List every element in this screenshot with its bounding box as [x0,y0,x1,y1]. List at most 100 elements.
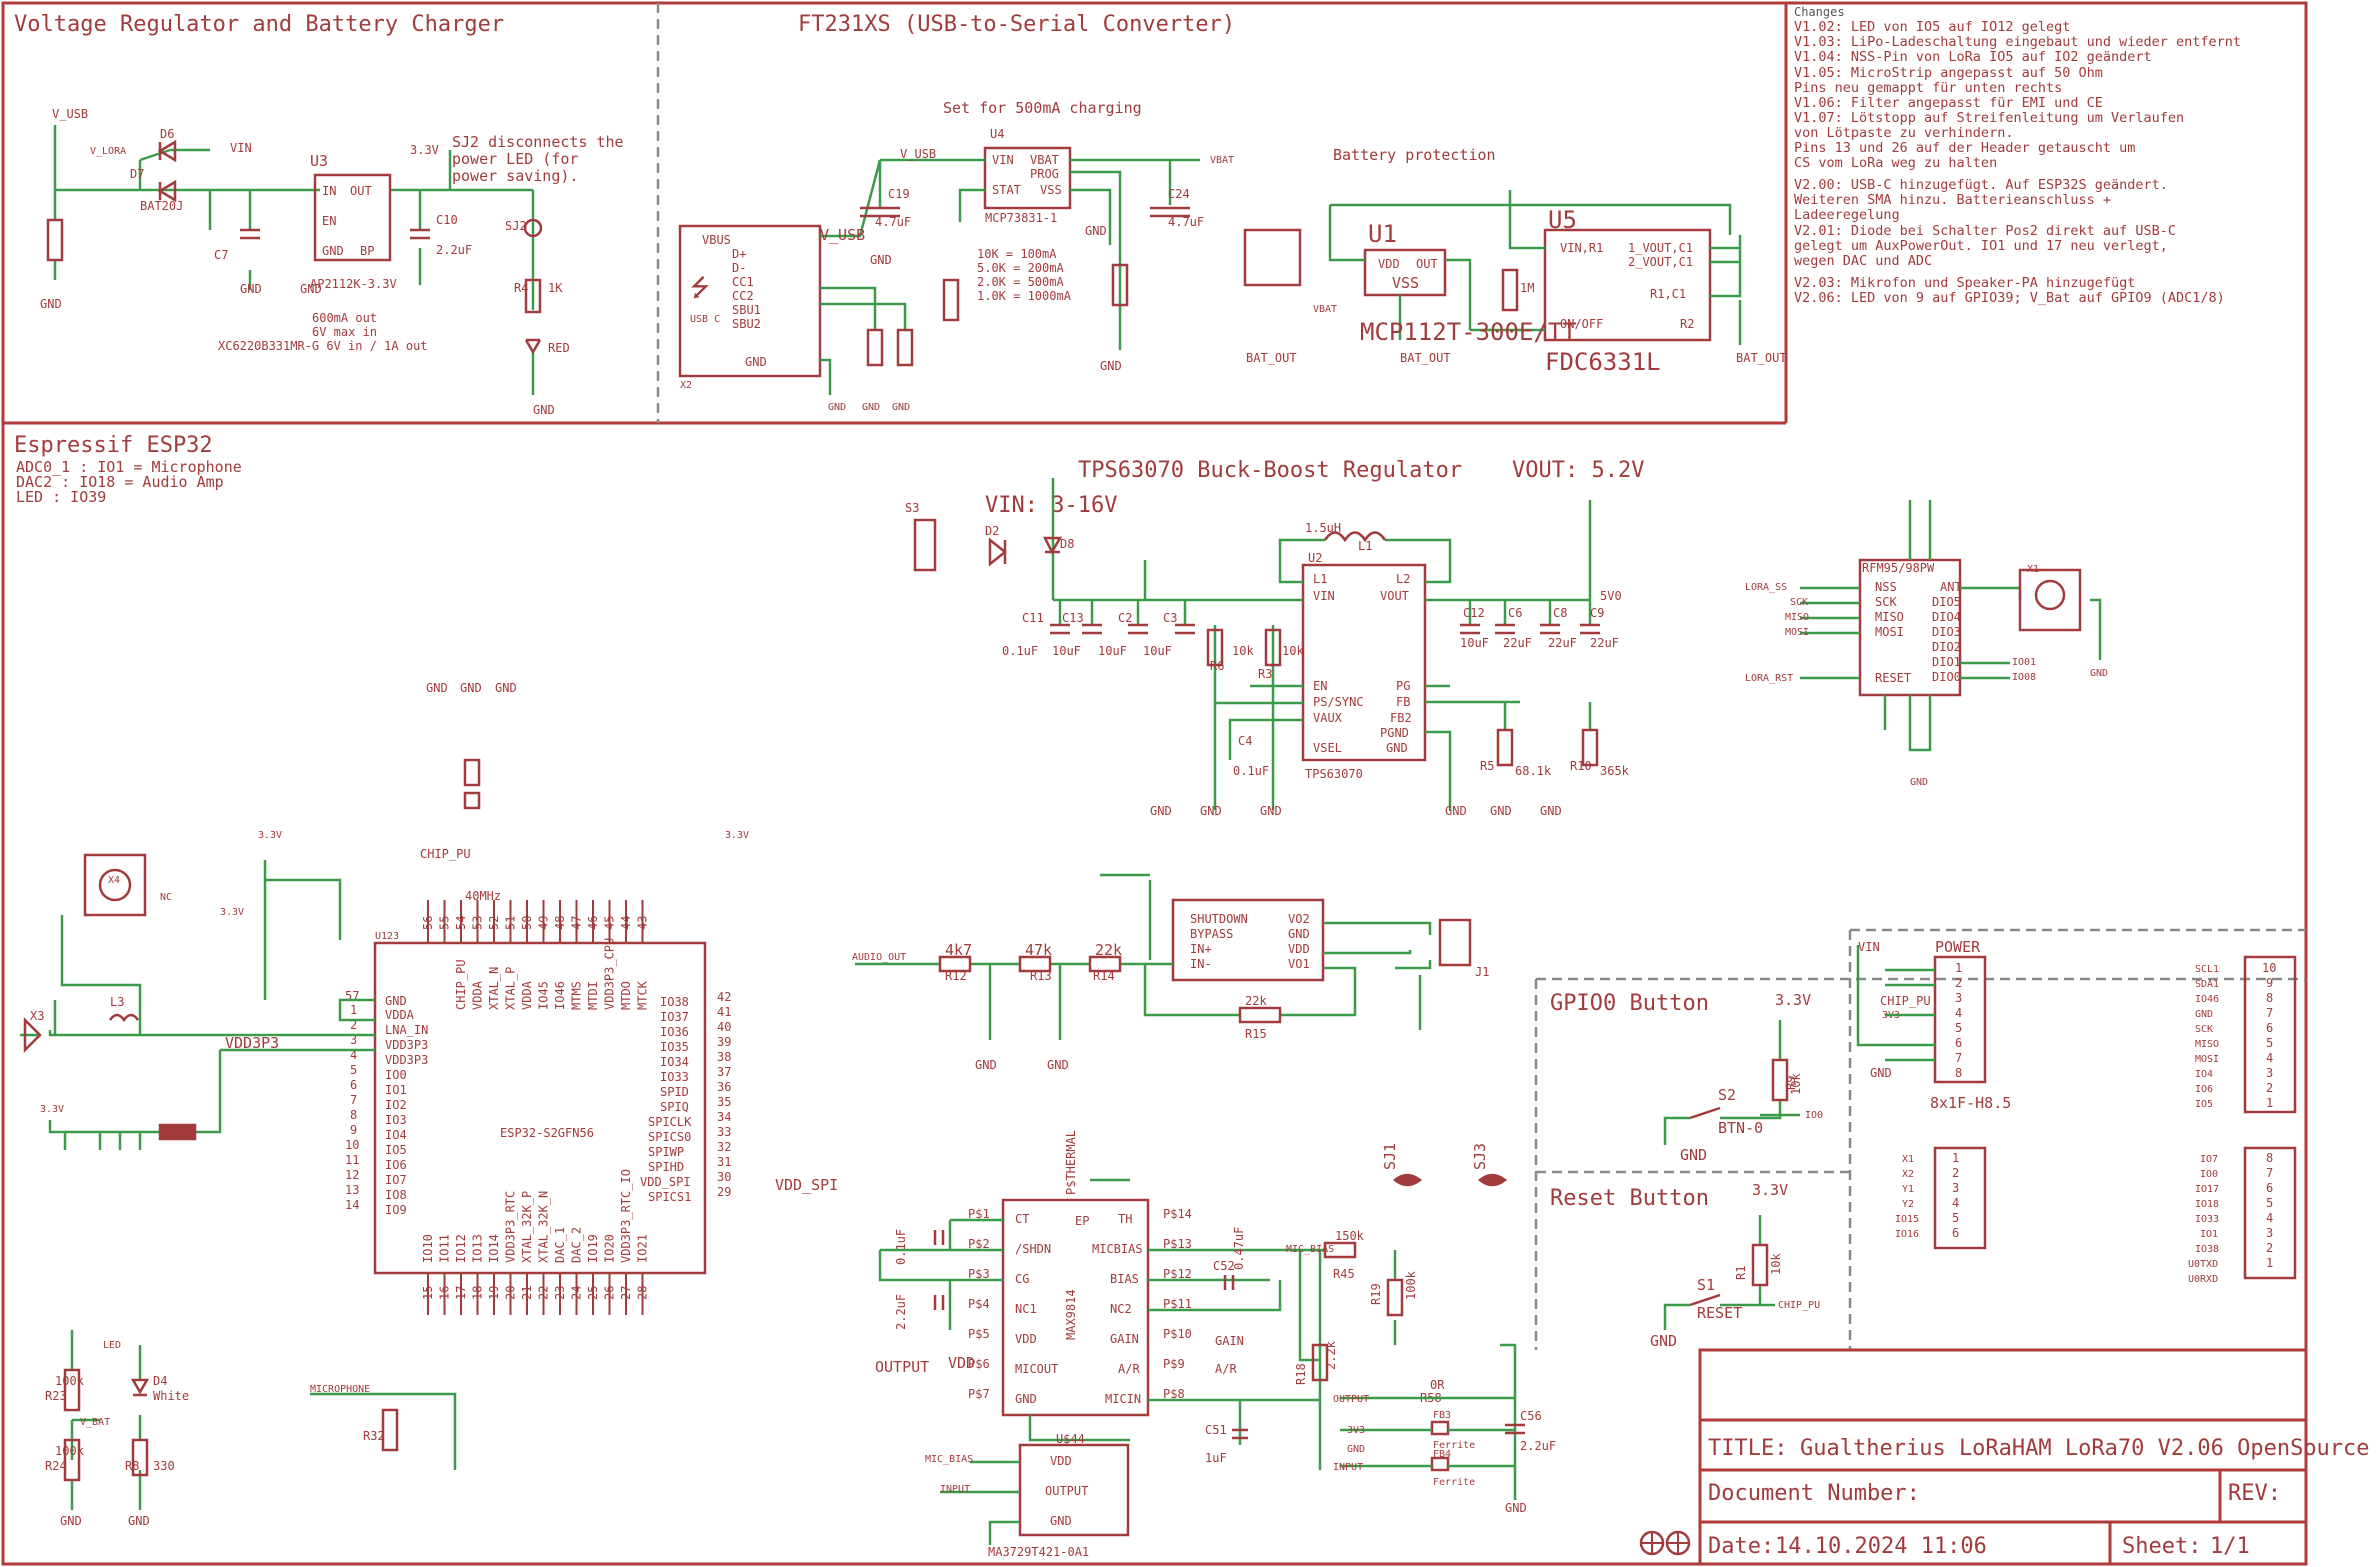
svg-text:X3: X3 [30,1009,44,1023]
svg-text:C2: C2 [1118,611,1132,625]
svg-text:FB3: FB3 [1433,1410,1451,1421]
u1-label: U1 [1368,220,1397,248]
u2-label: U2 [1308,551,1322,565]
svg-text:100k: 100k [55,1444,85,1458]
c12-cap [1460,623,1480,635]
svg-text:4.7uF: 4.7uF [875,215,911,229]
svg-text:INPUT: INPUT [1333,1462,1363,1473]
svg-text:MICROPHONE: MICROPHONE [310,1384,370,1395]
svg-text:IO16: IO16 [1895,1229,1919,1240]
svg-text:8x1F-H8.5: 8x1F-H8.5 [1930,1094,2011,1112]
svg-text:GND: GND [1100,359,1122,373]
l1-inductor-icon [1323,531,1387,543]
svg-text:A/R: A/R [1215,1362,1237,1376]
svg-text:GND: GND [60,1514,82,1528]
r14-resistor [1088,955,1122,973]
s1-switch-icon [1689,1293,1721,1307]
x1-antenna-connector [2018,568,2082,632]
u4-label: U4 [990,127,1004,141]
svg-text:600mA out: 600mA out [312,311,377,325]
svg-text:8: 8 [1955,1066,1962,1080]
svg-text:IO2: IO2 [385,1098,407,1112]
esp32-note-1: ADC0_1 : IO1 = Microphone [16,458,242,476]
bottom-header-body [2243,1146,2297,1280]
svg-text:IO38: IO38 [2195,1244,2219,1255]
svg-text:L1: L1 [1358,539,1372,553]
svg-text:3.3V: 3.3V [40,1104,64,1115]
svg-text:V_LORA: V_LORA [90,146,126,157]
y1-crystal-icon [463,758,481,787]
svg-text:R18: R18 [1294,1363,1308,1385]
right-header-body [2243,955,2297,1114]
svg-text:VDD_SPI: VDD_SPI [640,1175,691,1189]
svg-text:X2: X2 [680,380,692,391]
svg-text:VBAT: VBAT [1030,153,1059,167]
title-block: TITLE: Gualtherius LoRaHAM LoRa70 V2.06 … [1639,1348,2370,1566]
r45-resistor [1323,1241,1357,1259]
svg-text:10k: 10k [1282,644,1304,658]
fb4-ferrite-icon [1430,1456,1450,1472]
svg-text:GND: GND [892,402,910,413]
svg-text:BP: BP [360,244,374,258]
svg-text:EN: EN [322,214,336,228]
svg-text:GND: GND [1150,804,1172,818]
esp32-top-pin-label: IO45 [537,981,551,1010]
d8-diode-icon [1042,536,1063,555]
svg-text:22uF: 22uF [1590,636,1619,650]
svg-text:Ferrite: Ferrite [1433,1440,1475,1451]
svg-text:3: 3 [2266,1066,2273,1080]
svg-text:LNA_IN: LNA_IN [385,1023,428,1037]
c9-cap [1580,623,1600,635]
svg-text:22k: 22k [1245,994,1267,1008]
svg-text:OUTPUT: OUTPUT [1333,1394,1369,1405]
svg-text:VDD: VDD [1378,257,1400,271]
esp32-bottom-pin-label: DAC_2 [570,1227,584,1263]
svg-text:C6: C6 [1508,606,1522,620]
svg-text:12: 12 [345,1168,359,1182]
svg-text:1: 1 [2266,1256,2273,1270]
svg-text:DIO5: DIO5 [1932,595,1961,609]
r1-resistor [1751,1243,1769,1287]
svg-text:GND: GND [745,355,767,369]
r11-resistor [1501,268,1519,312]
svg-text:4: 4 [1955,1006,1962,1020]
svg-text:P$4: P$4 [968,1297,990,1311]
r18-resistor [1311,1343,1329,1382]
svg-text:P$13: P$13 [1163,1237,1192,1251]
audio-amp-body [1171,898,1325,982]
svg-text:SPICS0: SPICS0 [648,1130,691,1144]
svg-text:5: 5 [1952,1211,1959,1225]
svg-text:U0TXD: U0TXD [2188,1259,2218,1270]
svg-text:R12: R12 [945,969,967,983]
change-line: V1.07: Lötstopp auf Streifenleitung um V… [1794,110,2184,126]
svg-text:BAT20J: BAT20J [140,199,183,213]
svg-text:DIO3: DIO3 [1932,625,1961,639]
svg-text:MIC_BIAS: MIC_BIAS [925,1454,973,1465]
svg-text:V_USB: V_USB [900,147,936,161]
svg-text:7: 7 [1955,1051,1962,1065]
svg-text:VDD3P3: VDD3P3 [385,1053,428,1067]
svg-text:SBU2: SBU2 [732,317,761,331]
svg-text:OUTPUT: OUTPUT [1045,1484,1088,1498]
svg-text:22uF: 22uF [1548,636,1577,650]
svg-text:1uF: 1uF [1205,1451,1227,1465]
change-line: von Lötpaste zu verhindern. [1794,125,2013,141]
change-line: V1.05: MicroStrip angepasst auf 50 Ohm [1794,65,2103,81]
svg-text:IO38: IO38 [660,995,689,1009]
svg-text:P$9: P$9 [1163,1357,1185,1371]
svg-text:GAIN: GAIN [1110,1332,1139,1346]
buck-boost-circuit: L1 VIN EN PS/SYNC VAUX VSEL L2 VOUT PG F… [905,478,1630,818]
change-line: CS vom LoRa weg zu halten [1794,155,1997,171]
svg-text:6: 6 [350,1078,357,1092]
svg-text:CHIP_PU: CHIP_PU [1778,1300,1820,1311]
svg-text:9: 9 [2266,976,2273,990]
x3-antenna-icon [23,1016,42,1054]
u4-charger-body [983,146,1072,210]
svg-text:VDD: VDD [1050,1454,1072,1468]
svg-text:MISO: MISO [1875,610,1904,624]
svg-text:R6: R6 [1210,659,1224,673]
svg-text:GND: GND [1347,1444,1365,1455]
svg-text:SBU1: SBU1 [732,303,761,317]
c19-cap [860,206,900,218]
svg-text:3.3V: 3.3V [220,907,244,918]
